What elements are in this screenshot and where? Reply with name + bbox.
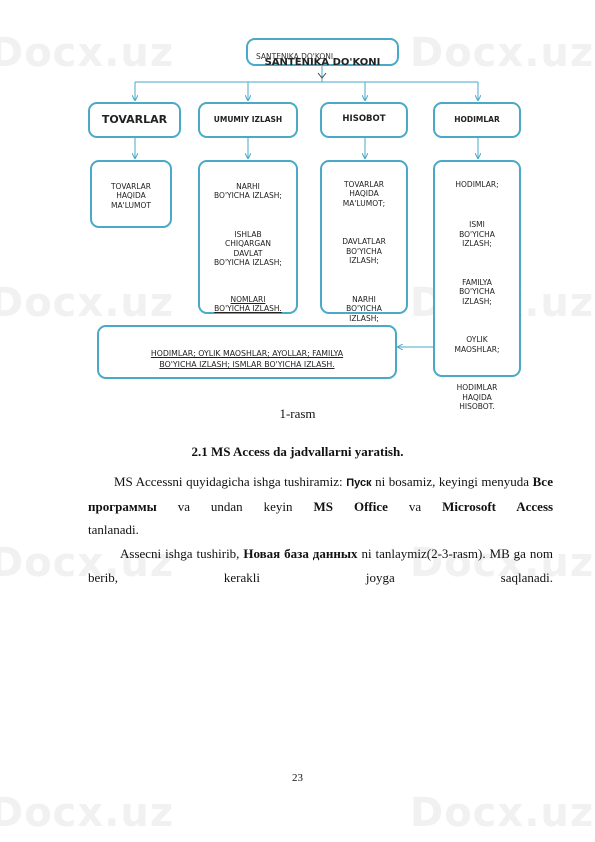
section-heading: 2.1 MS Access da jadvallarni yaratish. (191, 444, 404, 459)
para1-text: va (408, 499, 422, 514)
paragraph-1: MS Accessni quyidagicha ishga tushiramiz… (88, 470, 553, 519)
root-shadow-label: SANTENIKA DO'KONI (256, 52, 334, 61)
diagram-connectors (0, 66, 595, 420)
watermark: Docx.uz (410, 790, 595, 836)
hodimlar-item: OYLIK MAOSHLAR; (454, 335, 500, 354)
tovarlar-detail-box: TOVARLAR HAQIDA MA'LUMOT (90, 160, 172, 228)
watermark: Docx.uz (410, 30, 595, 76)
hodimlar-item: HODIMLAR; (455, 179, 499, 189)
umumiy-item: ISHLAB CHIQARGAN DAVLAT BO'YICHA IZLASH; (214, 229, 282, 268)
hisobot-item: DAVLATLAR BO'YICHA IZLASH; (342, 237, 386, 265)
umumiy-item: NOMLARI BO'YICHA IZLASH. (214, 294, 282, 314)
hodimlar-item: HODIMLAR HAQIDA HISOBOT. (456, 383, 498, 411)
para1-text: ni bosamiz, keyingi menyuda (375, 474, 530, 489)
header-tovarlar: TOVARLAR (88, 102, 181, 138)
hodimlar-detail-box: HODIMLAR; ISMI BO'YICHA IZLASH; FAMILYA … (433, 160, 521, 411)
para1-bold: MS Office (313, 499, 388, 514)
paragraph-2: Assecni ishga tushirib, Новая база данны… (88, 542, 553, 590)
header-hisobot-label: HISOBOT (342, 114, 386, 125)
bottom-summary-text: HODIMLAR; OYLIK MAOSHLAR; AYOLLAR; FAMIL… (150, 349, 344, 369)
hodimlar-item: FAMILYA BO'YICHA IZLASH; (459, 277, 495, 306)
para1-bold: Все программы (88, 474, 553, 514)
umumiy-item: NARHI BO'YICHA IZLASH; (214, 181, 282, 201)
header-tovarlar-label: TOVARLAR (101, 113, 168, 127)
hisobot-item: NARHI BO'YICHA IZLASH; (346, 294, 382, 323)
para2-text: ni tanlaymiz(2-3-rasm). MB ga nom berib,… (88, 546, 553, 585)
paragraph-1-end: tanlanadi. (88, 522, 139, 537)
hodimlar-item: ISMI BO'YICHA IZLASH; (459, 220, 495, 248)
header-umumiy-izlash: UMUMIY IZLASH (198, 102, 298, 138)
umumiy-detail-box: NARHI BO'YICHA IZLASH; ISHLAB CHIQARGAN … (198, 160, 298, 314)
para1-bold: Microsoft Access (442, 499, 554, 514)
para1-text: va undan keyin (177, 499, 293, 514)
watermark: Docx.uz (0, 280, 175, 326)
header-hisobot: HISOBOT (320, 102, 408, 138)
root-node: SANTENIKA DO'KONI (246, 38, 399, 68)
header-hodimlar-label: HODIMLAR (454, 115, 500, 125)
header-hodimlar: HODIMLAR (433, 102, 521, 138)
bottom-summary-box: HODIMLAR; OYLIK MAOSHLAR; AYOLLAR; FAMIL… (97, 325, 397, 379)
watermark: Docx.uz (0, 790, 175, 836)
page-number: 23 (292, 772, 303, 784)
para1-text: MS Accessni quyidagicha ishga tushiramiz… (114, 474, 343, 489)
root-label: SANTENIKA DO'KONI (264, 57, 381, 68)
hisobot-item: TOVARLAR HAQIDA MA'LUMOT; (342, 179, 386, 208)
para2-bold: Новая база данных (243, 546, 358, 561)
tovarlar-detail-text: TOVARLAR HAQIDA MA'LUMOT (110, 181, 152, 210)
para1-bold: Пуск (346, 477, 372, 489)
header-umumiy-izlash-label: UMUMIY IZLASH (213, 115, 283, 125)
watermark: Docx.uz (410, 540, 595, 586)
para2-text: Assecni ishga tushirib, (120, 546, 240, 561)
watermark: Docx.uz (0, 540, 175, 586)
figure-caption: 1-rasm (279, 406, 316, 421)
watermark: Docx.uz (0, 30, 175, 76)
hisobot-detail-box: TOVARLAR HAQIDA MA'LUMOT; DAVLATLAR BO'Y… (320, 160, 408, 323)
